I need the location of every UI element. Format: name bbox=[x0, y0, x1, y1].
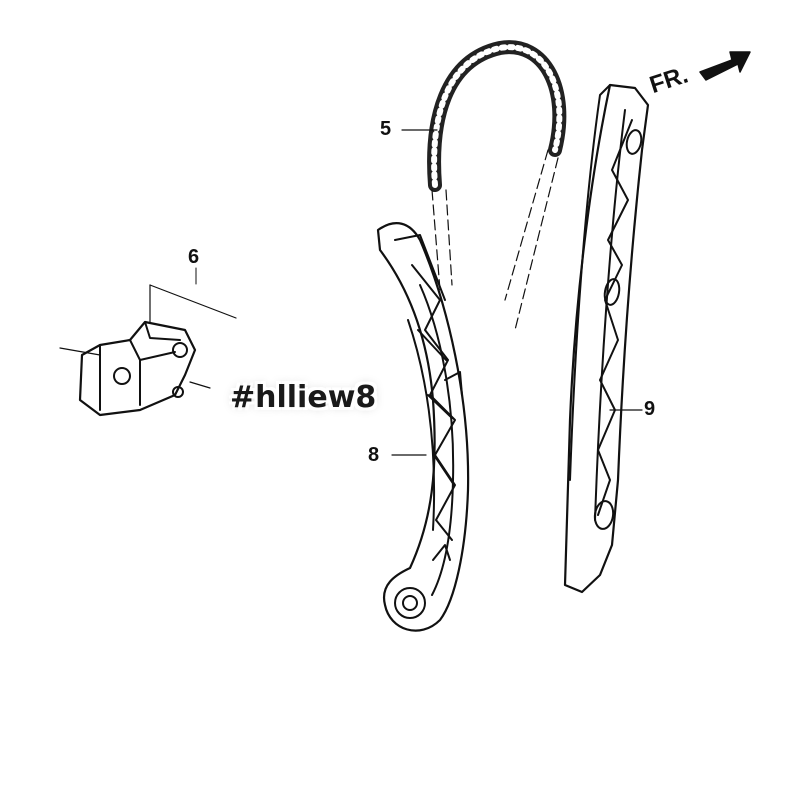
watermark: #hlliew8 bbox=[230, 380, 377, 415]
callout-5: 5 bbox=[380, 118, 392, 140]
tensioner-arm bbox=[376, 222, 470, 632]
timing-chain bbox=[427, 40, 567, 331]
callout-6: 6 bbox=[188, 246, 200, 268]
callout-8: 8 bbox=[368, 444, 380, 466]
callout-9: 9 bbox=[644, 398, 656, 420]
front-direction-arrow-icon bbox=[699, 51, 751, 81]
chain-guide bbox=[563, 83, 650, 594]
chain-tensioner bbox=[59, 284, 237, 417]
